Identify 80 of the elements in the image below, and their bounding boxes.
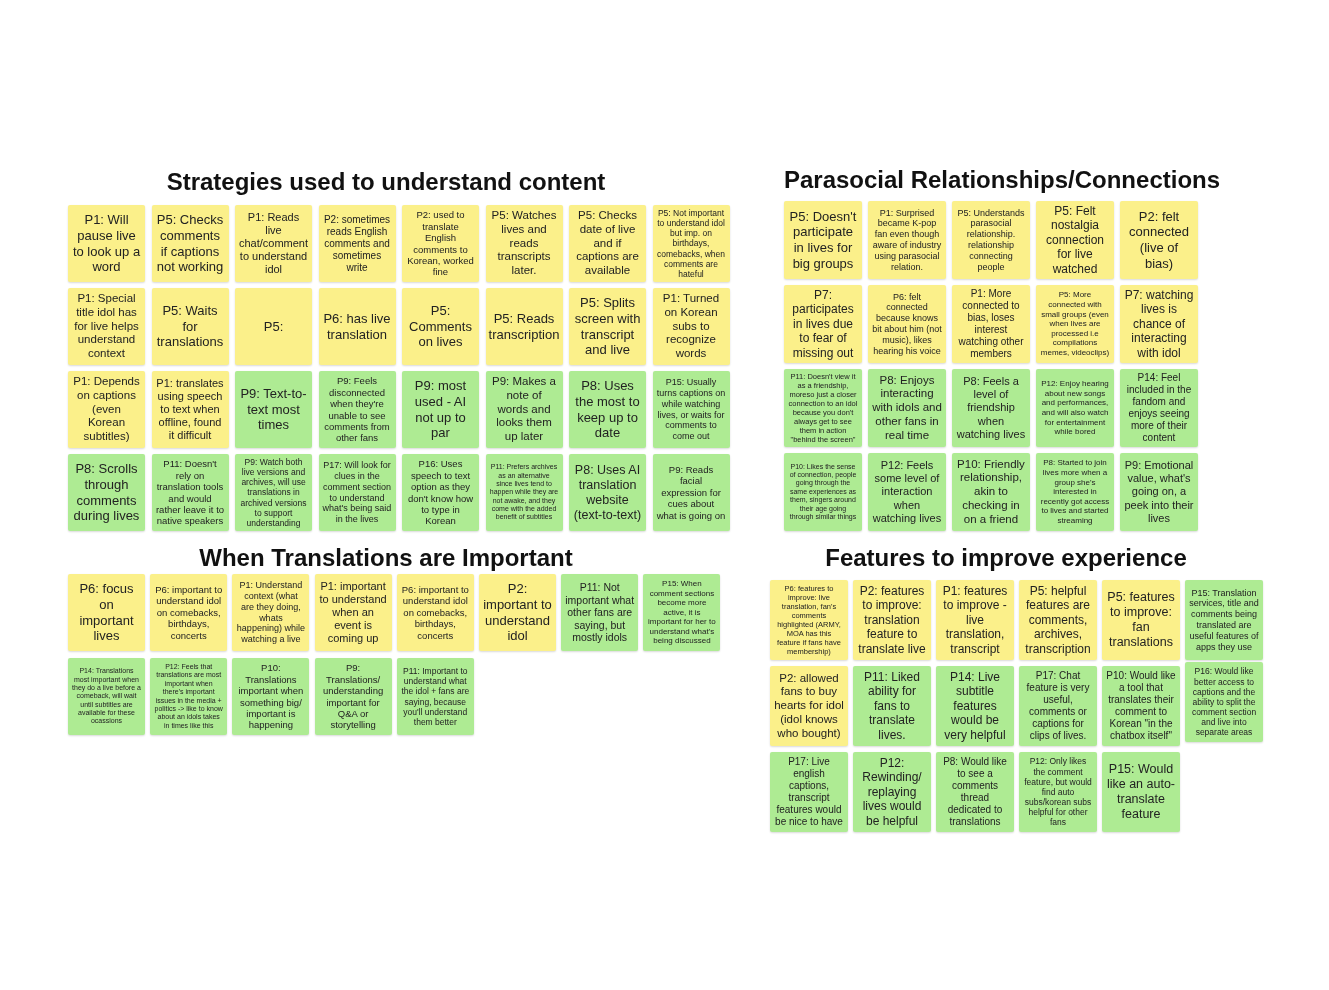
sticky-note: P1: features to improve - live translation, transcript xyxy=(936,580,1014,660)
sticky-note: P15: Translation services, title and comments being translated are useful features of apps they use xyxy=(1185,580,1263,660)
sticky-note: P5: Reads transcription xyxy=(485,288,563,365)
sticky-note: P1: More connected to bias, loses interest watching other members xyxy=(952,285,1030,363)
sticky-note: P6: important to understand idol on comebacks, birthdays, concerts xyxy=(150,574,228,651)
sticky-note: P1: Special title idol has for live helps understand context xyxy=(68,288,145,365)
sticky-note: P9: Translations/ understanding important for Q&A or storytelling xyxy=(314,658,392,735)
sticky-note: P15: Would like an auto-translate feature xyxy=(1102,752,1180,832)
sticky-note: P8: Enjoys interacting with idols and other fans in real time xyxy=(868,369,946,447)
sticky-note: P5: Not important to understand idol but imp. on birthdays, comebacks, when comments are hateful xyxy=(652,205,730,282)
sticky-note: P5: features to improve: fan translations xyxy=(1102,580,1180,660)
sticky-note: P12: Only likes the comment feature, but would find auto subs/korean subs helpful for other fans xyxy=(1019,752,1097,832)
sticky-note: P2: felt connected (live of bias) xyxy=(1120,201,1198,279)
sticky-note: P5: Splits screen with transcript and live xyxy=(569,288,646,365)
sticky-note: P12: Feels some level of interaction when watching lives xyxy=(868,453,946,531)
sticky-note: P10: Translations important when something big/ important is happening xyxy=(232,658,310,735)
sticky-note: P15: Usually turns captions on while watching lives, or waits for comments to come out xyxy=(652,371,730,448)
sticky-note: P5: Waits for translations xyxy=(151,288,229,365)
sticky-note: P1: important to understand when an event is coming up xyxy=(314,574,392,651)
sticky-note: P6: important to understand idol on comebacks, birthdays, concerts xyxy=(396,574,474,651)
sticky-note: P1: Surprised became K-pop fan even though aware of industry using parasocial relation. xyxy=(868,201,946,279)
sticky-note: P5: Comments on lives xyxy=(402,288,479,365)
sticky-note: P9: Emotional value, what's going on, a peek into their lives xyxy=(1120,453,1198,531)
sticky-note: P6: focus on important lives xyxy=(68,574,145,651)
sticky-note: P9: Makes a note of words and looks them up later xyxy=(485,371,563,448)
sticky-note: P15: When comment sections become more active, it is important for her to understand what's being discussed xyxy=(643,574,721,651)
sticky-note: P8: Uses the most to keep up to date xyxy=(569,371,646,448)
sticky-note: P8: Feels a level of friendship when watching lives xyxy=(952,369,1030,447)
sticky-note: P11: Important to understand what the idol + fans are saying, because you'll understand them better xyxy=(396,658,474,735)
sticky-note: P17: Will look for clues in the comment section to understand what's being said in the lives xyxy=(318,454,396,531)
sticky-note: P12: Rewinding/ replaying lives would be helpful xyxy=(853,752,931,832)
sticky-note: P5: helpful features are comments, archives, transcription xyxy=(1019,580,1097,660)
sticky-note: P1: Understand context (what are they doing, whats happening) while watching a live xyxy=(232,574,310,651)
sticky-note: P17: Live english captions, transcript features would be nice to have xyxy=(770,752,848,832)
sticky-note: P11: Doesn't rely on translation tools and would rather leave it to native speakers xyxy=(151,454,229,531)
sticky-note: P6: has live translation xyxy=(318,288,396,365)
sticky-note: P1: translates using speech to text when offline, found it difficult xyxy=(151,371,229,448)
sticky-note: P2: important to understand idol xyxy=(479,574,556,651)
sticky-note: P8: Scrolls through comments during lives xyxy=(68,454,145,531)
section-heading: Features to improve experience xyxy=(825,544,1187,572)
section-heading: Strategies used to understand content xyxy=(166,168,606,196)
sticky-note: P9: Feels disconnected when they're unable to see comments from other fans xyxy=(318,371,396,448)
sticky-note: P7: participates in lives due to fear of missing out xyxy=(784,285,862,363)
section-heading: When Translations are Important xyxy=(199,544,573,572)
sticky-note: P9: Text-to-text most times xyxy=(235,371,312,448)
sticky-note: P5: Felt nostalgia connection for live watched xyxy=(1036,201,1114,279)
sticky-note: P16: Uses speech to text option as they don't know how to type in Korean xyxy=(402,454,479,531)
sticky-note: P8: Would like to see a comments thread dedicated to translations xyxy=(936,752,1014,832)
sticky-note: P6: felt connected because knows bit about him (not music), likes hearing his voice xyxy=(868,285,946,363)
sticky-note: P8: Uses AI translation website (text-to-text) xyxy=(569,454,646,531)
sticky-note: P5: Doesn't participate in lives for big groups xyxy=(784,201,862,279)
sticky-note: P14: Live subtitle features would be very helpful xyxy=(936,666,1014,746)
sticky-note: P2: allowed fans to buy hearts for idol (idol knows who bought) xyxy=(770,666,848,746)
sticky-note: P5: Watches lives and reads transcripts later. xyxy=(485,205,563,282)
sticky-note: P5: Checks comments if captions not working xyxy=(151,205,229,282)
sticky-note: P5: More connected with small groups (even when lives are processed i.e compilations memes, videoclips) xyxy=(1036,285,1114,363)
sticky-note: P2: used to translate English comments to Korean, worked fine xyxy=(402,205,479,282)
sticky-note: P2: sometimes reads English comments and sometimes write xyxy=(318,205,396,282)
sticky-note: P14: Feel included in the fandom and enjoys seeing more of their content xyxy=(1120,369,1198,447)
sticky-note: P8: Started to join lives more when a group she's interested in recently got access to lives and started streaming xyxy=(1036,453,1114,531)
sticky-note: P10: Would like a tool that translates their comment to Korean "in the chatbox itself" xyxy=(1102,666,1180,746)
sticky-note: P1: Will pause live to look up a word xyxy=(68,205,145,282)
sticky-note: P5: Checks date of live and if captions are available xyxy=(569,205,646,282)
sticky-note: P1: Reads live chat/comment to understand idol xyxy=(235,205,312,282)
sticky-note: P2: features to improve: translation feature to translate live xyxy=(853,580,931,660)
sticky-note: P5: Understands parasocial relationship. relationship connecting people xyxy=(952,201,1030,279)
sticky-note: P11: Not important what other fans are saying, but mostly idols xyxy=(561,574,639,651)
sticky-note: P12: Enjoy hearing about new songs and performances, and will also watch for entertainment while bored xyxy=(1036,369,1114,447)
sticky-note: P9: most used - AI not up to par xyxy=(402,371,479,448)
sticky-note: P7: watching lives is chance of interacting with idol xyxy=(1120,285,1198,363)
sticky-note: P9: Watch both live versions and archives, will use translations in archived versions to support understanding xyxy=(235,454,312,531)
sticky-note: P1: Turned on Korean subs to recognize words xyxy=(652,288,730,365)
sticky-note: P5: xyxy=(235,288,312,365)
sticky-note: P16: Would like better access to captions and the ability to split the comment section and live into separate areas xyxy=(1185,662,1263,742)
section-heading: Parasocial Relationships/Connections xyxy=(783,166,1221,194)
sticky-note: P9: Reads facial expression for cues about what is going on xyxy=(652,454,730,531)
sticky-note: P10: Friendly relationship, akin to checking in on a friend xyxy=(952,453,1030,531)
sticky-note: P17: Chat feature is very useful, comments or captions for clips of lives. xyxy=(1019,666,1097,746)
sticky-note: P11: Liked ability for fans to translate lives. xyxy=(853,666,931,746)
sticky-note: P1: Depends on captions (even Korean subtitles) xyxy=(68,371,145,448)
